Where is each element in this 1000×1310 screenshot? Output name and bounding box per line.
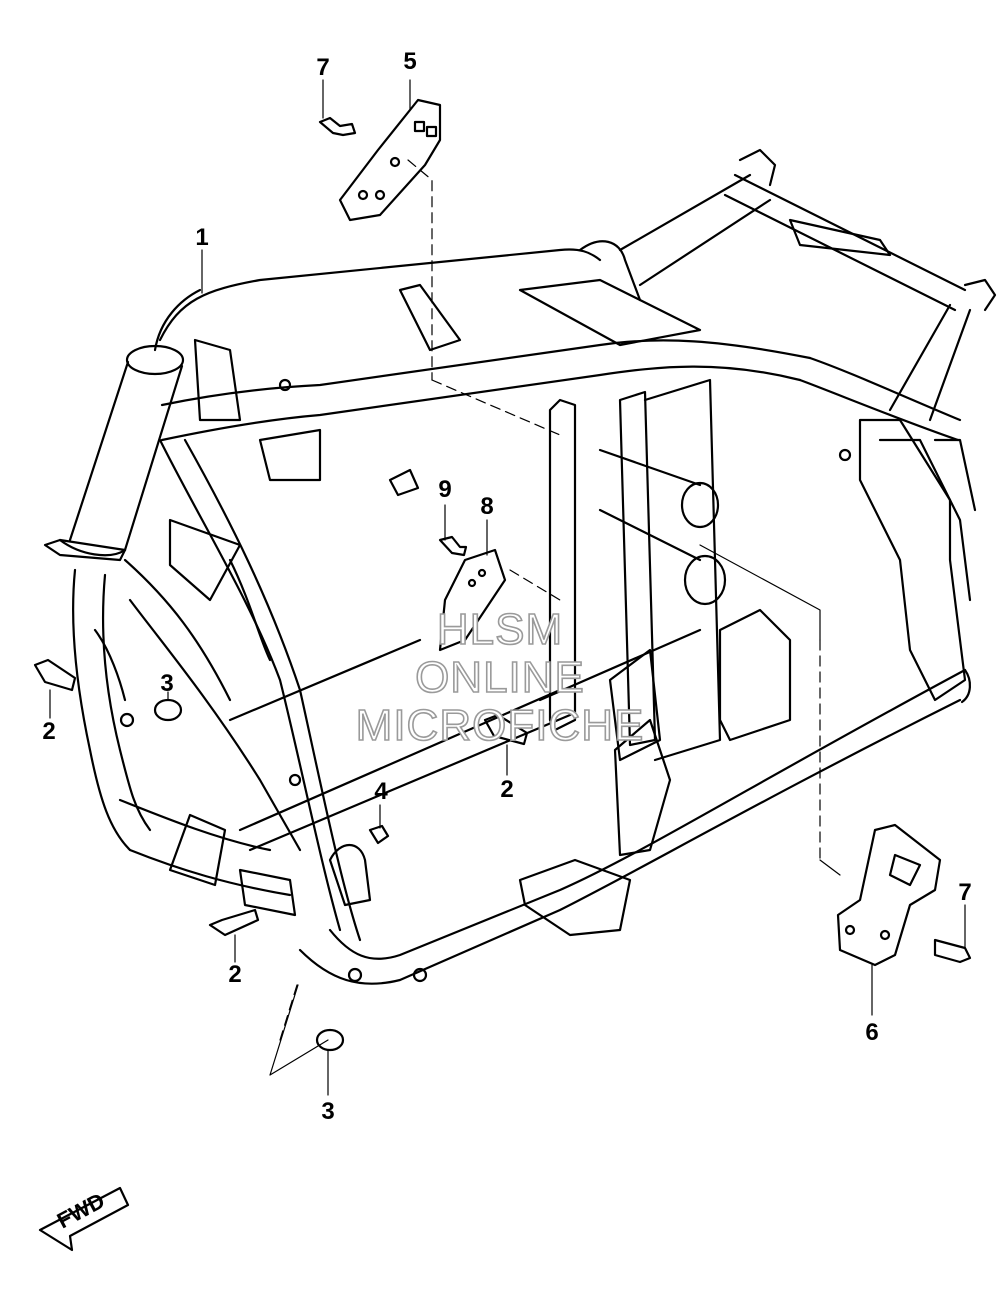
bolt-part-2-mid xyxy=(483,713,529,746)
nut-part-3-lower xyxy=(315,1028,345,1052)
callout-7-right: 7 xyxy=(958,879,972,906)
callout-6: 6 xyxy=(865,1019,879,1046)
callout-9: 9 xyxy=(438,476,452,503)
fwd-arrow-icon xyxy=(38,1186,130,1252)
watermark-line-3: MICROFICHE xyxy=(355,701,645,750)
bolt-part-7-right xyxy=(933,938,972,964)
callout-3-lower: 3 xyxy=(321,1098,335,1125)
rear-subframe xyxy=(518,148,997,702)
plug-part-4 xyxy=(368,824,390,845)
bolt-part-2-low xyxy=(208,908,260,937)
watermark-line-2: ONLINE xyxy=(414,653,585,702)
steering-head xyxy=(43,344,185,562)
watermark-line-1: HLSM xyxy=(436,605,564,654)
bracket-part-6 xyxy=(836,823,942,967)
front-downtubes xyxy=(72,438,362,942)
callout-2-low: 2 xyxy=(228,961,242,988)
callout-5: 5 xyxy=(403,48,417,75)
leader-lines xyxy=(49,79,966,1096)
callout-1: 1 xyxy=(195,224,209,251)
bolt-part-9 xyxy=(438,535,468,557)
center-plates xyxy=(548,378,792,857)
frame-backbone xyxy=(153,248,962,442)
callout-4: 4 xyxy=(374,778,388,805)
assembly-dashes xyxy=(279,159,821,1041)
bracket-part-5 xyxy=(338,98,442,222)
callout-7-top: 7 xyxy=(316,54,330,81)
callout-2-mid: 2 xyxy=(500,776,514,803)
bolt-part-7-top xyxy=(318,116,357,137)
lower-cradle xyxy=(118,668,971,985)
frame-gussets xyxy=(119,283,852,983)
callout-3-upper: 3 xyxy=(160,670,174,697)
bolt-part-2-left xyxy=(33,658,77,692)
bracket-part-8 xyxy=(438,548,507,652)
callout-8: 8 xyxy=(480,493,494,520)
callout-2-left: 2 xyxy=(42,718,56,745)
